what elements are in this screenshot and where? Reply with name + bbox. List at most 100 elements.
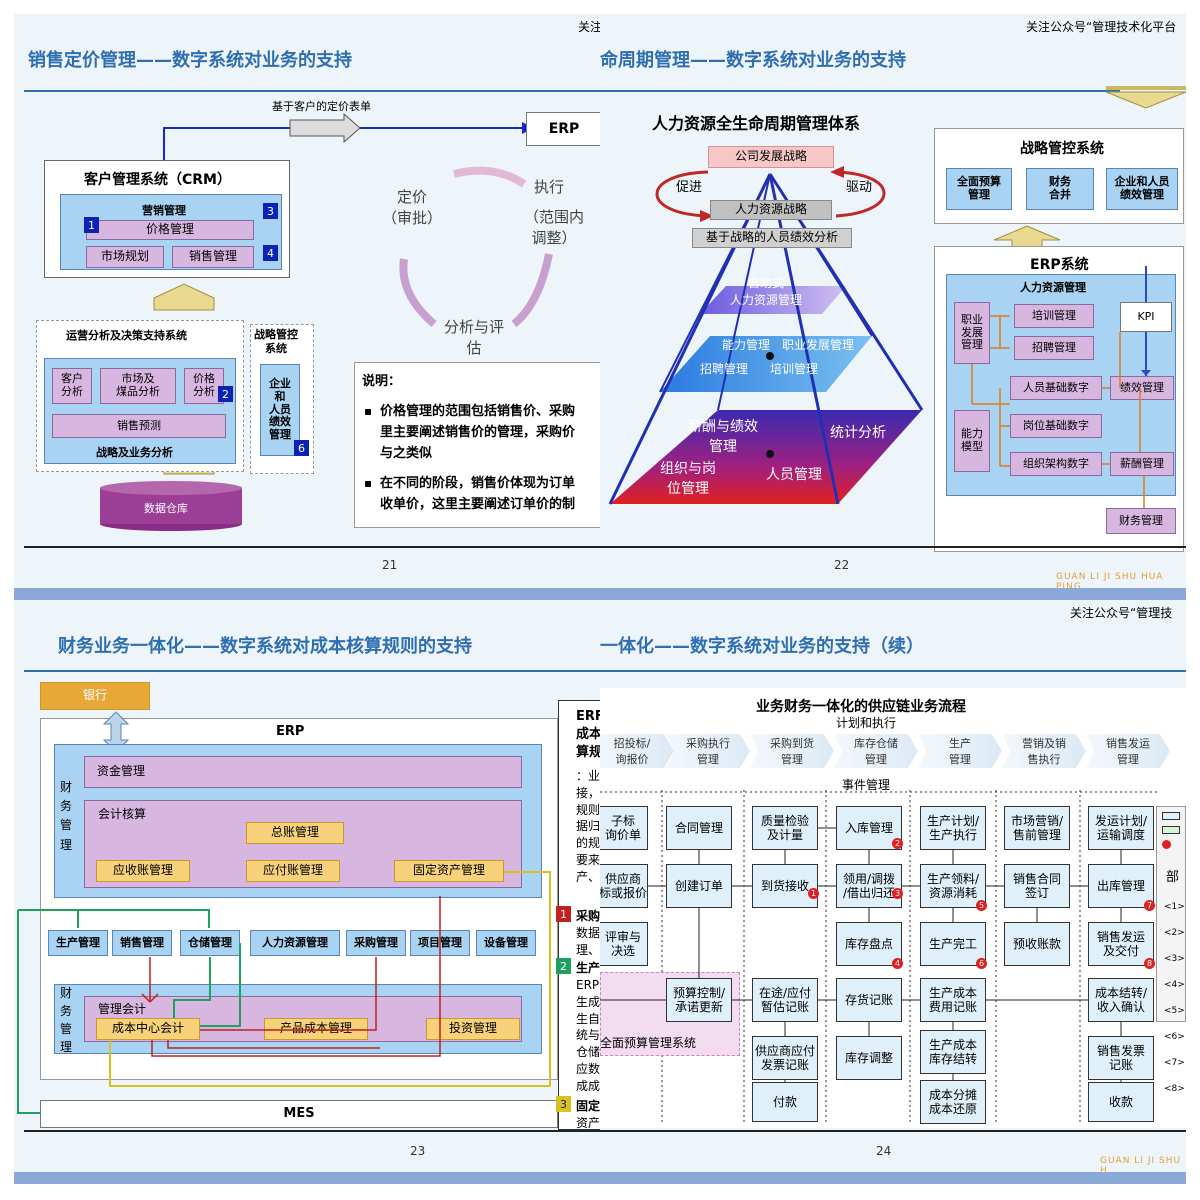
- note-1: 价格管理的范围包括销售价、采购 里主要阐述销售价的管理，采购价 与之类似: [380, 404, 576, 461]
- fund-mgmt-box: 资金管理: [84, 756, 522, 788]
- slide24-page: 24: [876, 1144, 892, 1158]
- finance-mgmt-label: 财 务 管 理: [60, 780, 73, 852]
- enterprise-perf-box: 企业 和 人员 绩效 管理: [260, 364, 300, 456]
- training-label: 培训管理: [770, 362, 819, 376]
- slide23-connectors: [17, 871, 551, 1114]
- note-bullet-1: ▪: [364, 404, 373, 418]
- staff-basic-box: 人员基础数字: [1010, 376, 1102, 400]
- slide21-footer-rule: [24, 546, 602, 548]
- transfer-box: 领用/调拨 /借出归还: [836, 864, 902, 908]
- side-item2: 生产: [576, 961, 601, 975]
- slide24-brand: GUAN LI JI SHU H: [1100, 1156, 1182, 1172]
- slide24-title: 一体化——数字系统对业务的支持（续）: [600, 636, 924, 657]
- badge-2: 2: [218, 386, 233, 402]
- bank-box: 银行: [40, 682, 150, 710]
- slide24-title-rule: [600, 670, 1186, 672]
- side-item3: 固定: [576, 1099, 601, 1113]
- company-strategy-box: 公司发展战略: [708, 146, 834, 168]
- col1-box-3: 评审与 决选: [600, 922, 648, 966]
- prod-plan-box: 生产计划/ 生产执行: [920, 806, 986, 850]
- side-item1: 采购: [576, 909, 601, 923]
- side-text: ：业 接， 规则 据归 的规 要来 产、: [576, 769, 601, 884]
- slide22-brand: GUAN LI JI SHU HUA PING: [1056, 572, 1164, 592]
- slide23-title: 财务业务一体化——数字系统对成本核算规则的支持: [58, 636, 472, 657]
- train-mgmt-box: 培训管理: [1014, 304, 1094, 328]
- prod-material-box: 生产领料/ 资源消耗: [920, 864, 986, 908]
- strategy-biz-label: 战略及业务分析: [96, 446, 173, 459]
- slide22-top-arrow: [1105, 86, 1186, 109]
- stage-2: 采购执行 管理: [666, 734, 750, 768]
- market-box: 市场营销/ 售前管理: [1004, 806, 1070, 850]
- module-equipment: 设备管理: [476, 930, 536, 956]
- ops-title: 运营分析及决策支持系统: [66, 329, 187, 342]
- customer-analysis-box: 客户 分析: [52, 368, 92, 404]
- slide21-header: 关注: [578, 20, 602, 34]
- module-purchase: 采购管理: [346, 930, 406, 956]
- sales-forecast-box: 销售预测: [52, 414, 226, 438]
- self-service-label: 自助式 人力资源管理: [730, 276, 803, 307]
- transit-box: 在途/应付 暂估记账: [752, 978, 818, 1022]
- budget-box: 全面预算 管理: [946, 168, 1012, 210]
- badge-6: 6: [294, 440, 309, 456]
- cycle-exec-sub: （范围内 调整）: [524, 208, 585, 247]
- stage-1: 招投标/ 询报价: [600, 734, 674, 768]
- stage-5: 生产 管理: [918, 734, 1002, 768]
- legend-item-3: <3>: [1164, 954, 1185, 964]
- slide22-footer-rule: [600, 546, 1186, 548]
- slide22-title: 命周期管理——数字系统对业务的支持: [600, 50, 906, 71]
- note-bullet-2: ▪: [364, 476, 373, 490]
- slide21-page: 21: [382, 558, 398, 572]
- slide22-title-rule: [600, 90, 1120, 92]
- module-sales: 销售管理: [112, 930, 172, 956]
- ledger-box: 总账管理: [246, 822, 344, 844]
- investment-box: 投资管理: [426, 1018, 520, 1040]
- sales-mgmt-box: 销售管理: [172, 246, 254, 268]
- ap-box: 应付账管理: [246, 860, 340, 882]
- side-num-1: 1: [556, 906, 571, 922]
- note-2: 在不同的阶段，销售价体现为订单 收单价，这里主要阐述订单价的制: [380, 476, 576, 512]
- slide23-title-rule: [24, 670, 602, 672]
- finance-mgmt-box: 财务管理: [1106, 508, 1176, 534]
- ar-box: 应收账管理: [96, 860, 190, 882]
- ability-label: 能力管理: [722, 338, 771, 352]
- cycle-analysis: 分析与评 估: [444, 318, 505, 357]
- ship-plan-box: 发运计划/ 运输调度: [1088, 806, 1154, 850]
- module-hr: 人力资源管理: [250, 930, 340, 956]
- career-label: 职业发展管理: [782, 338, 855, 352]
- slide-21: 关注 销售定价管理——数字系统对业务的支持 基于客户的定价表单 ERP 客户管理…: [14, 14, 602, 592]
- contract-box: 合同管理: [666, 806, 732, 850]
- slide22-header: 关注公众号“管理技术化平台: [1026, 20, 1177, 34]
- slide-24: 关注公众号“管理技 一体化——数字系统对业务的支持（续） 业务财务一体化的供应链…: [600, 600, 1186, 1172]
- arrival-box: 到货接收: [752, 864, 818, 908]
- price-mgmt-box: 价格管理: [86, 220, 254, 240]
- stock-in-box: 入库管理: [836, 806, 902, 850]
- side-item2-text: ERP 生成 生自 统与 仓储 应数 成成: [576, 978, 601, 1093]
- circle-7: 7: [1144, 900, 1155, 911]
- col1-box-1: 子标 询价单: [600, 806, 648, 850]
- supplier-inv-box: 供应商应付 发票记账: [752, 1036, 818, 1080]
- note-title: 说明：: [362, 374, 402, 389]
- payment-box: 付款: [752, 1082, 818, 1122]
- promote-label: 促进: [676, 180, 703, 195]
- badge-3: 3: [263, 203, 278, 219]
- legend-item-2: <2>: [1164, 928, 1185, 938]
- stage-3: 采购到货 管理: [750, 734, 834, 768]
- side-num-2: 2: [556, 958, 571, 974]
- circle-2: 2: [892, 838, 903, 849]
- cost-center-box: 成本中心会计: [96, 1018, 200, 1040]
- erp-system-title: ERP系统: [1030, 257, 1089, 273]
- quality-box: 质量检验 及计量: [752, 806, 818, 850]
- hr-mgmt-title: 人力资源管理: [1020, 281, 1086, 294]
- stock-out-box: 出库管理: [1088, 864, 1154, 908]
- flow-title: 业务财务一体化的供应链业务流程: [756, 699, 966, 715]
- post-basic-box: 岗位基础数字: [1010, 414, 1102, 438]
- budget-sys-label: 全面预算管理系统: [600, 1036, 697, 1050]
- pyramid-title: 人力资源全生命周期管理体系: [652, 114, 861, 133]
- perf-analysis-box: 基于战略的人员绩效分析: [692, 228, 852, 248]
- slide24-header: 关注公众号“管理技: [1070, 606, 1173, 620]
- ability-model-box: 能力 模型: [954, 410, 990, 472]
- flow-arrows: [600, 827, 1122, 1082]
- separator-band: [14, 588, 1186, 600]
- lane-dividers: [600, 790, 1160, 1124]
- stock-acct-box: 存货记账: [836, 978, 902, 1022]
